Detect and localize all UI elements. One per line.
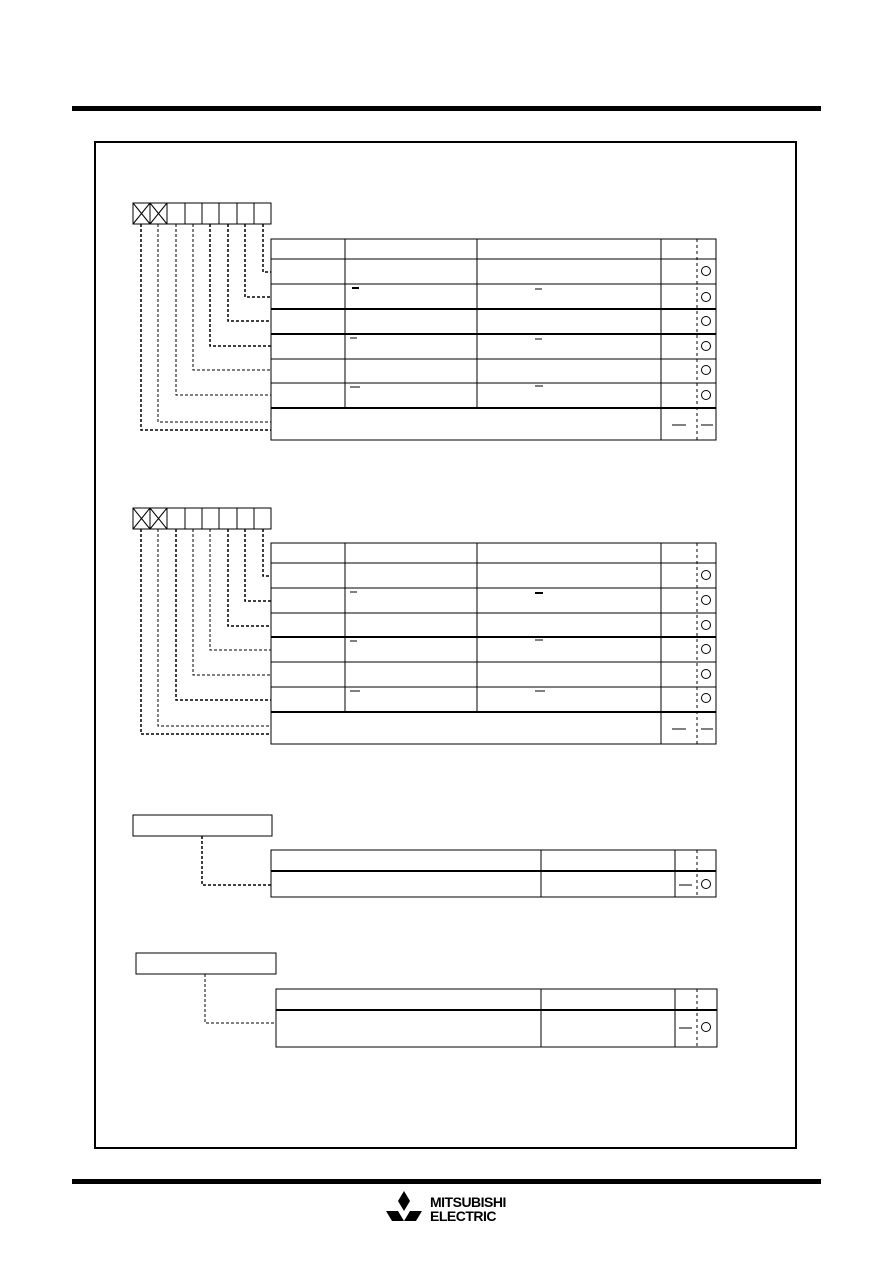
- header-rule: [72, 106, 821, 111]
- footer-rule: [72, 1179, 821, 1184]
- reserved-bit-x-icon: [132, 507, 168, 530]
- three-diamonds-icon: [386, 1191, 422, 1221]
- register-diagram-1: [132, 202, 717, 441]
- brand-line-1: MITSUBISHI: [430, 1194, 506, 1210]
- register-diagram-3: [132, 814, 717, 898]
- brand-wordmark: MITSUBISHI ELECTRIC: [430, 1195, 506, 1223]
- register-diagram-4: [135, 952, 718, 1048]
- content-frame: [94, 141, 797, 1149]
- brand-line-2: ELECTRIC: [430, 1208, 496, 1224]
- reserved-bit-x-icon: [132, 202, 168, 225]
- register-diagram-2: [132, 507, 717, 745]
